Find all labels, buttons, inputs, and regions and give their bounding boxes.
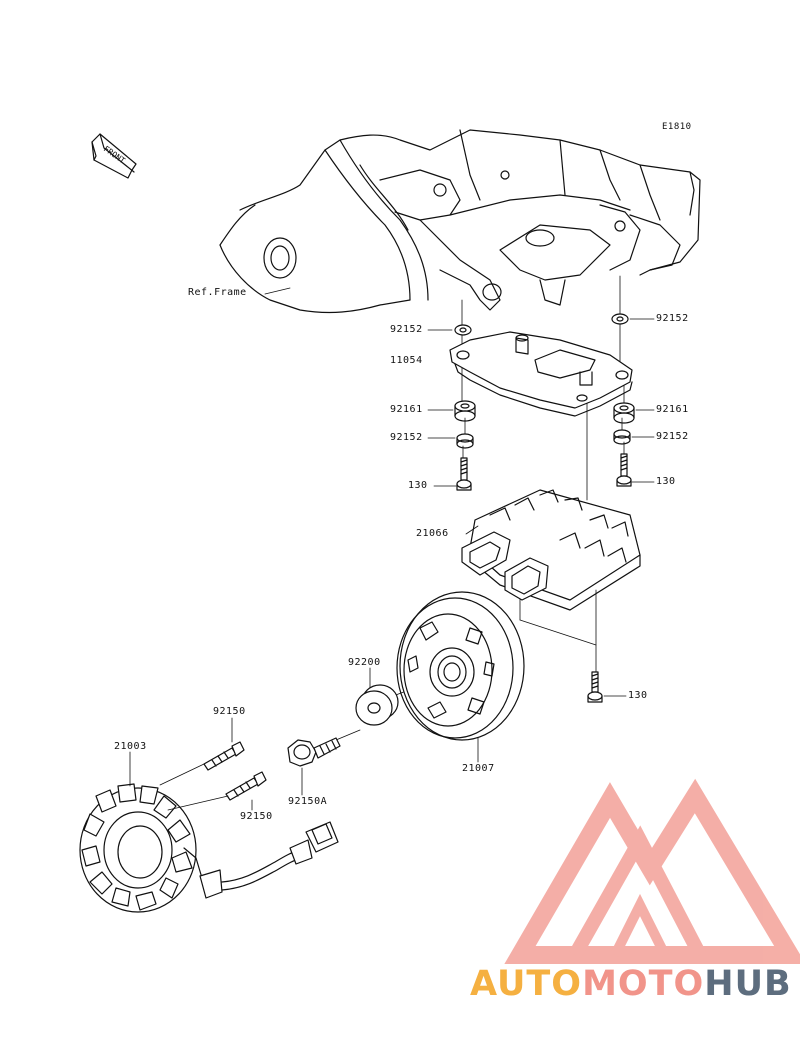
part-label-92152-right: 92152	[656, 313, 689, 324]
watermark-moto: MOTO	[582, 964, 705, 1004]
part-label-92152-left: 92152	[390, 324, 423, 335]
diagram-code: E1810	[662, 122, 692, 132]
washer-92200	[355, 684, 399, 726]
part-label-92150A: 92150A	[288, 796, 328, 807]
rotor-21007	[396, 591, 525, 741]
collar-92152-right	[613, 429, 631, 445]
part-label-92152-right-lower: 92152	[656, 431, 689, 442]
part-label-130-lower: 130	[628, 690, 648, 701]
watermark-hub: HUB	[704, 964, 792, 1004]
part-label-92161-left: 92161	[390, 404, 423, 415]
grommet-92161-left	[454, 400, 476, 422]
bolt-130-left	[456, 457, 472, 491]
collar-92152-left	[456, 433, 474, 449]
part-label-92200: 92200	[348, 657, 381, 668]
bolt-92150-top	[203, 741, 245, 771]
front-arrow-icon: FRONT	[91, 133, 137, 179]
bolt-130-lower	[587, 671, 603, 703]
watermark-wordmark: AUTOMOTOHUB	[470, 964, 792, 1004]
bolt-130-right	[616, 453, 632, 487]
grommet-92161-right	[613, 402, 635, 424]
bolt-92150-bottom	[225, 771, 267, 801]
regulator-21066	[461, 489, 641, 611]
part-label-130-right: 130	[656, 476, 676, 487]
bolt-92150A	[287, 737, 341, 767]
frame-drawing	[219, 129, 701, 314]
part-label-11054: 11054	[390, 355, 423, 366]
washer-92152-left	[454, 324, 472, 336]
part-label-92150-top: 92150	[213, 706, 246, 717]
watermark-auto: AUTO	[470, 964, 583, 1004]
part-label-130-left: 130	[408, 480, 428, 491]
watermark-logo-icon	[504, 778, 800, 964]
part-label-92150-bottom: 92150	[240, 811, 273, 822]
part-label-92161-right: 92161	[656, 404, 689, 415]
ref-frame-label: Ref.Frame	[188, 287, 247, 298]
part-label-21066: 21066	[416, 528, 449, 539]
part-label-21007: 21007	[462, 763, 495, 774]
bracket-11054	[449, 331, 633, 417]
stator-21003	[79, 783, 339, 913]
part-label-92152-left-lower: 92152	[390, 432, 423, 443]
washer-92152-right	[611, 313, 629, 325]
part-label-21003: 21003	[114, 741, 147, 752]
